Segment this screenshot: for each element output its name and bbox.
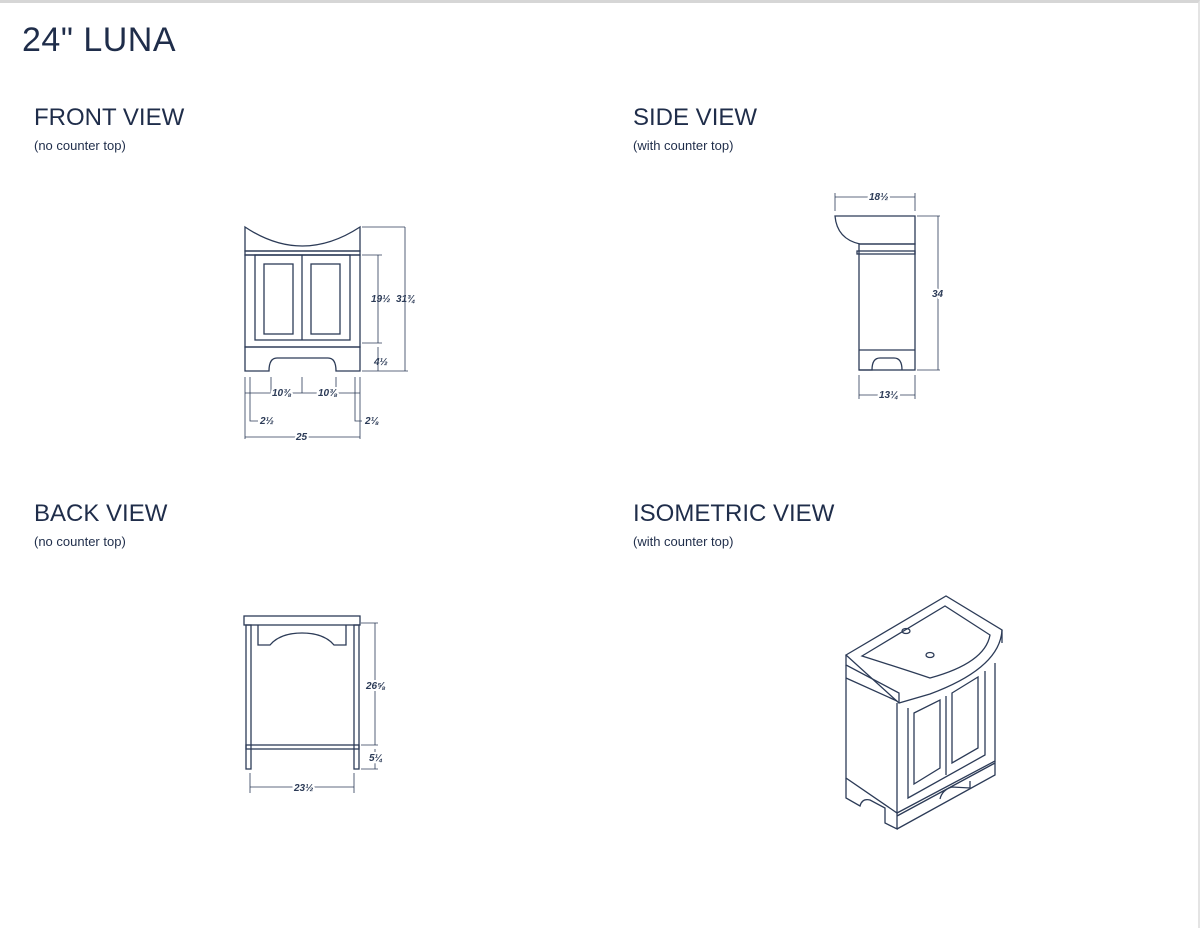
front-dim-base-height: 4½ xyxy=(373,357,388,368)
front-view-drawing: 19½ 31¾ 4½ 10⅜ 10⅜ 2½ 2⅛ 25 xyxy=(244,225,415,445)
back-dim-upper-height: 26⅝ xyxy=(365,681,386,692)
back-dim-width: 23½ xyxy=(293,783,313,794)
side-dim-top-depth: 18½ xyxy=(869,192,888,203)
drawings: 19½ 31¾ 4½ 10⅜ 10⅜ 2½ 2⅛ 25 18½ 34 13¼ xyxy=(243,190,1003,831)
side-dim-body-depth: 13¼ xyxy=(879,390,898,401)
isometric-view-heading: ISOMETRIC VIEW xyxy=(633,500,835,527)
front-dim-door-right: 10⅜ xyxy=(318,388,338,399)
page-title: 24" LUNA xyxy=(22,21,177,59)
front-dim-total-height: 31¾ xyxy=(396,294,415,305)
side-dim-height: 34 xyxy=(932,289,944,300)
front-dim-door-left: 10⅜ xyxy=(272,388,292,399)
front-dim-right-offset: 2⅛ xyxy=(364,416,380,427)
front-dim-door-height: 19½ xyxy=(371,294,390,305)
back-view-heading: BACK VIEW xyxy=(34,500,168,527)
back-dim-leg-height: 5¼ xyxy=(369,753,383,764)
side-view-drawing: 18½ 34 13¼ xyxy=(834,190,946,403)
isometric-view-drawing xyxy=(844,595,1003,831)
side-view-note: (with counter top) xyxy=(633,138,734,153)
front-view-note: (no counter top) xyxy=(34,138,126,153)
back-view-drawing: 26⅝ 5¼ 23½ xyxy=(243,615,388,796)
isometric-view-note: (with counter top) xyxy=(633,534,734,549)
back-view-note: (no counter top) xyxy=(34,534,126,549)
front-view-heading: FRONT VIEW xyxy=(34,104,185,131)
front-dim-width: 25 xyxy=(295,432,308,443)
side-view-heading: SIDE VIEW xyxy=(633,104,758,131)
front-dim-left-offset: 2½ xyxy=(259,416,274,427)
